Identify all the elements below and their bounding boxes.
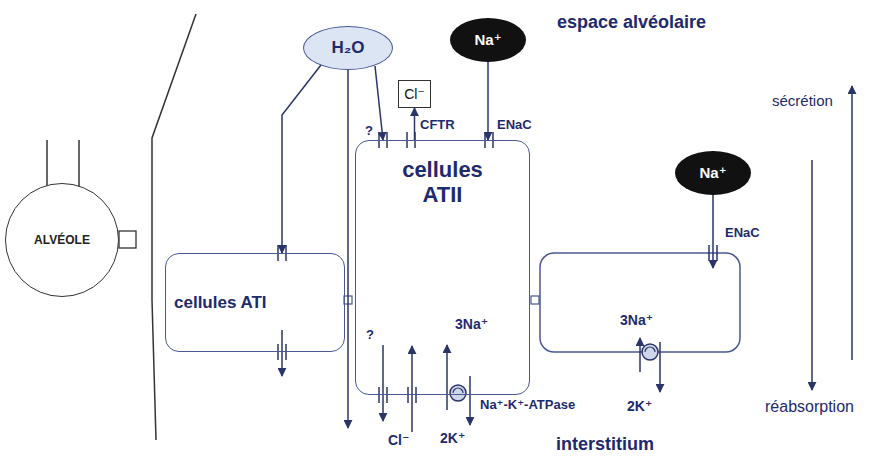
flux-arrow [414,108,416,140]
cell-box: cellules ATII [355,140,530,395]
region-label: interstitium [556,434,654,455]
node-text: cellules ATII [388,157,498,208]
pump-symbol [450,344,658,401]
junction-square [531,296,539,304]
flux-arrow [375,66,383,140]
junction-square [119,231,136,248]
node-text: Na⁺ [474,31,501,49]
unknown-channel: ? [365,124,373,139]
ion-label: 2K⁺ [627,398,652,414]
ion-label: 3Na⁺ [455,316,488,332]
channel-marks [278,132,717,403]
ion-label: Cl⁻ [388,432,409,448]
node-text: H₂O [331,38,364,58]
flux-arrow [487,62,489,140]
node-text: Cl⁻ [404,86,425,102]
channel-name: ENaC [725,226,760,241]
ion-label: 2K⁺ [440,430,465,446]
flux-arrows [282,70,852,432]
sodium-ellipse: Na⁺ [450,18,526,62]
cell-box [540,253,740,352]
alveolus-circle: ALVÉOLE [5,183,119,297]
flux-arrow [282,65,321,253]
ion-label: 3Na⁺ [620,312,653,328]
node-text: Na⁺ [699,164,726,182]
region-label: espace alvéolaire [557,12,706,33]
cell-box: cellules ATI [165,253,345,352]
wall-line [152,14,196,440]
node-text: cellules ATI [174,293,267,313]
sodium-ellipse: Na⁺ [675,151,751,195]
unknown-channel: ? [366,328,374,343]
channel-name: CFTR [420,118,455,133]
alveolus-neck [46,140,48,188]
direction-label: sécrétion [772,92,833,109]
water-ellipse: H₂O [303,26,393,70]
chloride-box: Cl⁻ [398,80,431,108]
node-text: ALVÉOLE [34,233,90,247]
direction-label: réabsorption [765,398,854,416]
pump-name: Na⁺-K⁺-ATPase [480,398,575,413]
alveolus-neck [78,140,80,188]
channel-name: ENaC [497,118,532,133]
